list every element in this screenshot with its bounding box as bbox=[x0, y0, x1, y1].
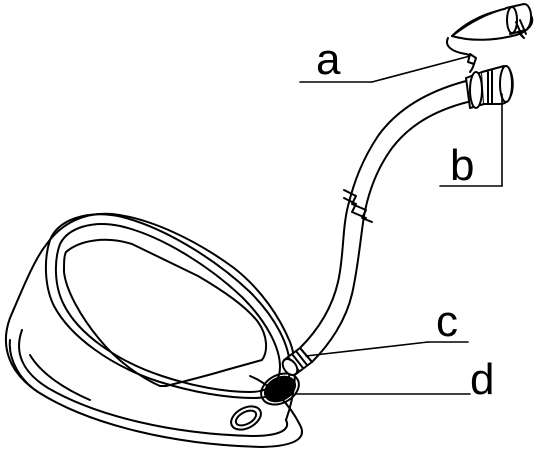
mask-body bbox=[4, 212, 303, 448]
mask-shell bbox=[9, 212, 296, 421]
hose-wall-left bbox=[299, 79, 471, 349]
mask-opening-inner bbox=[54, 223, 281, 393]
leader-a bbox=[371, 55, 471, 83]
hose-tube bbox=[299, 79, 477, 363]
exhaust-port bbox=[260, 372, 300, 406]
hose-break-symbol bbox=[343, 189, 373, 223]
cap-tether bbox=[446, 37, 476, 73]
mask-flange-edge bbox=[8, 339, 39, 393]
mask-side-hole bbox=[230, 405, 262, 431]
leader-c bbox=[305, 341, 429, 357]
mask-window bbox=[63, 238, 268, 387]
mask-flange-edge-2 bbox=[29, 354, 91, 401]
label-d: d bbox=[470, 355, 494, 404]
mask-opening-outer bbox=[44, 213, 291, 399]
hose-break-symbol-2 bbox=[343, 197, 367, 219]
top-cap bbox=[446, 3, 534, 73]
label-a: a bbox=[316, 35, 341, 84]
label-c: c bbox=[436, 297, 458, 346]
hose-end-fitting bbox=[465, 65, 514, 109]
mask-flange-inner bbox=[18, 329, 288, 437]
label-b: b bbox=[450, 141, 474, 190]
leader-lines bbox=[295, 55, 503, 395]
